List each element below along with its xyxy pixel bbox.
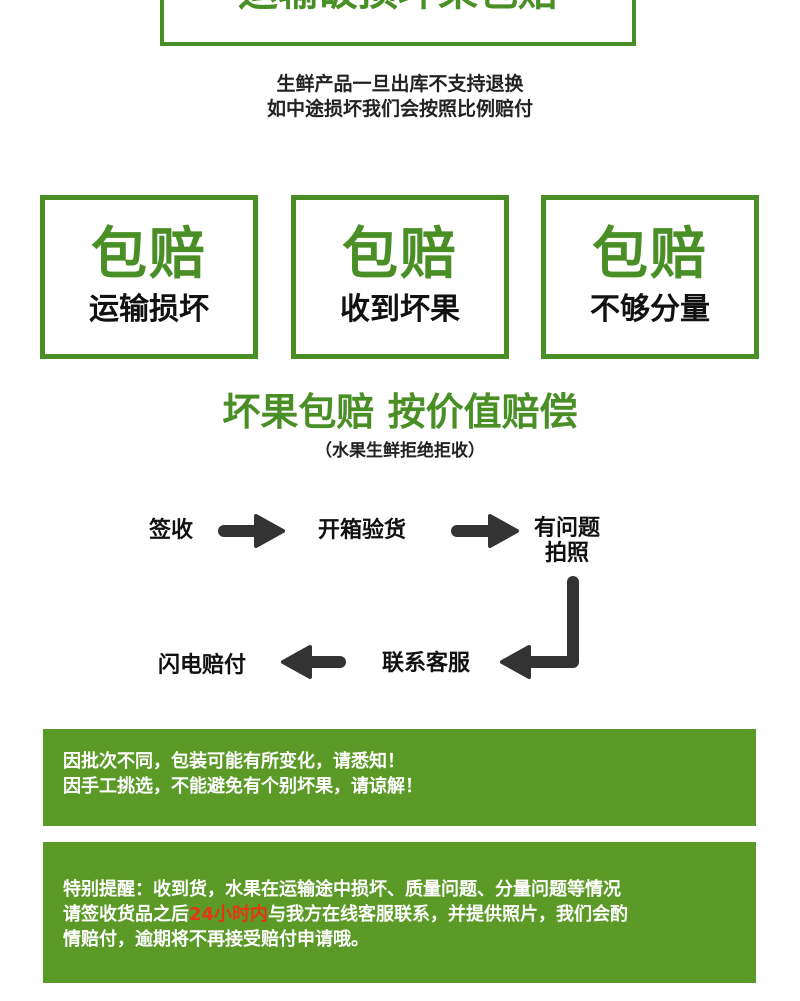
notes-line-2: 因手工挑选，不能避免有个别坏果，请谅解！ [63, 776, 423, 797]
flow-step-contact: 联系客服 [382, 651, 471, 676]
card-subtitle: 收到坏果 [340, 292, 460, 327]
arrow-left-icon [281, 645, 346, 679]
card-title: 包赔 [592, 222, 708, 287]
notes-banner: 因批次不同，包装可能有所变化，请悉知！ 因手工挑选，不能避免有个别坏果，请谅解！ [43, 729, 756, 826]
guarantee-card-transport: 包赔 运输损坏 [40, 195, 258, 359]
reminder-line-2: 请签收货品之后24小时内与我方在线客服联系，并提供照片，我们会酌 [63, 902, 756, 927]
reminder-deadline-highlight: 24小时内 [189, 904, 269, 925]
reminder-line-3: 情赔付，逾期将不再接受赔付申请哦。 [63, 929, 369, 950]
notice-line-1: 生鲜产品一旦出库不支持退换 [276, 73, 524, 95]
reminder-line-2-end: 与我方在线客服联系，并提供照片，我们会酌 [268, 904, 629, 925]
flow-step-inspect: 开箱验货 [318, 518, 407, 543]
card-title: 包赔 [91, 222, 207, 287]
top-title-box: 运输破损坏果包赔 [160, 0, 636, 46]
headline: 坏果包赔 按价值赔偿 [222, 390, 578, 434]
flow-step-sign: 签收 [149, 518, 194, 543]
notice-line-2: 如中途损坏我们会按照比例赔付 [266, 98, 533, 120]
subline: （水果生鲜拒绝拒收） [315, 441, 485, 461]
reminder-line-1: 特别提醒：收到货，水果在运输途中损坏、质量问题、分量问题等情况 [63, 879, 621, 900]
card-subtitle: 运输损坏 [89, 292, 209, 327]
flow-step-photo-line2: 拍照 [545, 541, 590, 566]
reminder-line-2-start: 请签收货品之后 [63, 904, 189, 925]
card-title: 包赔 [342, 222, 458, 287]
guarantee-card-bad-fruit: 包赔 收到坏果 [291, 195, 509, 359]
flow-step-compensate: 闪电赔付 [158, 653, 247, 678]
arrow-right-icon [451, 514, 519, 548]
arrow-down-left-icon [500, 576, 579, 679]
notes-line-1: 因批次不同，包装可能有所变化，请悉知！ [63, 751, 405, 772]
top-title-text: 运输破损坏果包赔 [164, 0, 632, 12]
flow-step-photo-line1: 有问题 [534, 516, 601, 541]
guarantee-card-weight: 包赔 不够分量 [541, 195, 759, 359]
reminder-banner: 特别提醒：收到货，水果在运输途中损坏、质量问题、分量问题等情况 请签收货品之后2… [43, 842, 756, 983]
arrow-right-icon [218, 514, 285, 548]
card-subtitle: 不够分量 [590, 292, 710, 327]
